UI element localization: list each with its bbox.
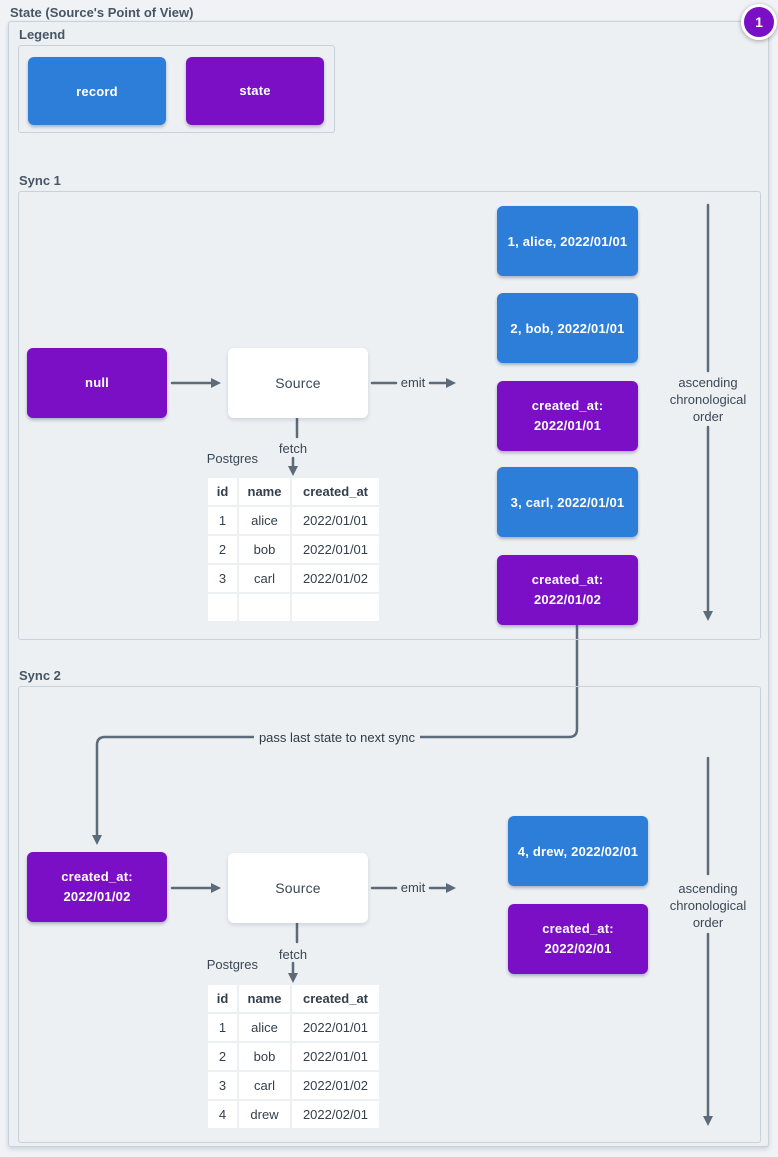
sync2-source-box: Source — [228, 853, 368, 923]
sync2-title: Sync 2 — [19, 668, 61, 683]
sync1-emit-label: emit — [400, 375, 426, 390]
emitted-record: 4, drew, 2022/02/01 — [508, 816, 648, 886]
emitted-state: created_at: 2022/02/01 — [508, 904, 648, 974]
legend-frame — [18, 45, 335, 133]
table-cell: carl — [239, 1072, 290, 1099]
legend-record-swatch: record — [28, 57, 166, 125]
table-cell: 2 — [208, 1043, 237, 1070]
table-cell: 4 — [208, 1101, 237, 1128]
overview-badge: 1 — [741, 4, 777, 40]
legend-title: Legend — [19, 27, 66, 42]
table-row-empty — [208, 594, 379, 621]
table-cell: 3 — [208, 565, 237, 592]
sync1-db-label: Postgres — [206, 451, 258, 466]
table-cell: bob — [239, 536, 290, 563]
table-cell: alice — [239, 507, 290, 534]
table-cell: drew — [239, 1101, 290, 1128]
table-row: 3 carl 2022/01/02 — [208, 565, 379, 592]
table-header-id: id — [208, 985, 237, 1012]
table-cell: 3 — [208, 1072, 237, 1099]
table-cell: 2022/01/01 — [292, 536, 379, 563]
sync2-emit-label: emit — [400, 880, 426, 895]
table-header-name: name — [239, 985, 290, 1012]
emitted-state: created_at: 2022/01/01 — [497, 381, 638, 451]
pass-state-label: pass last state to next sync — [254, 730, 420, 746]
legend-state-swatch: state — [186, 57, 324, 125]
table-header-id: id — [208, 478, 237, 505]
sync2-input-state: created_at: 2022/01/02 — [27, 852, 167, 922]
sync1-order-note: ascending chronological order — [669, 375, 747, 424]
table-row: 4 drew 2022/02/01 — [208, 1101, 379, 1128]
table-cell: 2022/01/02 — [292, 565, 379, 592]
table-cell: alice — [239, 1014, 290, 1041]
sync1-postgres-table: id name created_at 1 alice 2022/01/01 2 … — [206, 476, 381, 623]
table-cell — [292, 594, 379, 621]
table-cell — [208, 594, 237, 621]
emitted-record: 3, carl, 2022/01/01 — [497, 467, 638, 537]
table-row: 1 alice 2022/01/01 — [208, 1014, 379, 1041]
table-cell: 1 — [208, 507, 237, 534]
table-cell: bob — [239, 1043, 290, 1070]
sync2-postgres-table: id name created_at 1 alice 2022/01/01 2 … — [206, 983, 381, 1130]
table-cell: carl — [239, 565, 290, 592]
table-cell — [239, 594, 290, 621]
sync2-db-label: Postgres — [206, 957, 258, 972]
table-cell: 2022/01/02 — [292, 1072, 379, 1099]
table-header-created-at: created_at — [292, 985, 379, 1012]
sync1-input-state: null — [27, 348, 167, 418]
sync1-title: Sync 1 — [19, 173, 61, 188]
table-row: 2 bob 2022/01/01 — [208, 536, 379, 563]
emitted-record: 2, bob, 2022/01/01 — [497, 293, 638, 363]
table-header-name: name — [239, 478, 290, 505]
page-title: State (Source's Point of View) — [10, 5, 194, 20]
table-row: 3 carl 2022/01/02 — [208, 1072, 379, 1099]
table-cell: 2022/02/01 — [292, 1101, 379, 1128]
table-header-created-at: created_at — [292, 478, 379, 505]
emitted-record: 1, alice, 2022/01/01 — [497, 206, 638, 276]
sync1-source-box: Source — [228, 348, 368, 418]
table-cell: 2 — [208, 536, 237, 563]
sync2-order-note: ascending chronological order — [669, 881, 747, 930]
table-cell: 2022/01/01 — [292, 1043, 379, 1070]
emitted-state: created_at: 2022/01/02 — [497, 555, 638, 625]
table-cell: 2022/01/01 — [292, 507, 379, 534]
table-cell: 1 — [208, 1014, 237, 1041]
table-row: 2 bob 2022/01/01 — [208, 1043, 379, 1070]
sync2-fetch-label: fetch — [278, 947, 308, 962]
table-row: 1 alice 2022/01/01 — [208, 507, 379, 534]
sync1-fetch-label: fetch — [278, 441, 308, 456]
table-cell: 2022/01/01 — [292, 1014, 379, 1041]
